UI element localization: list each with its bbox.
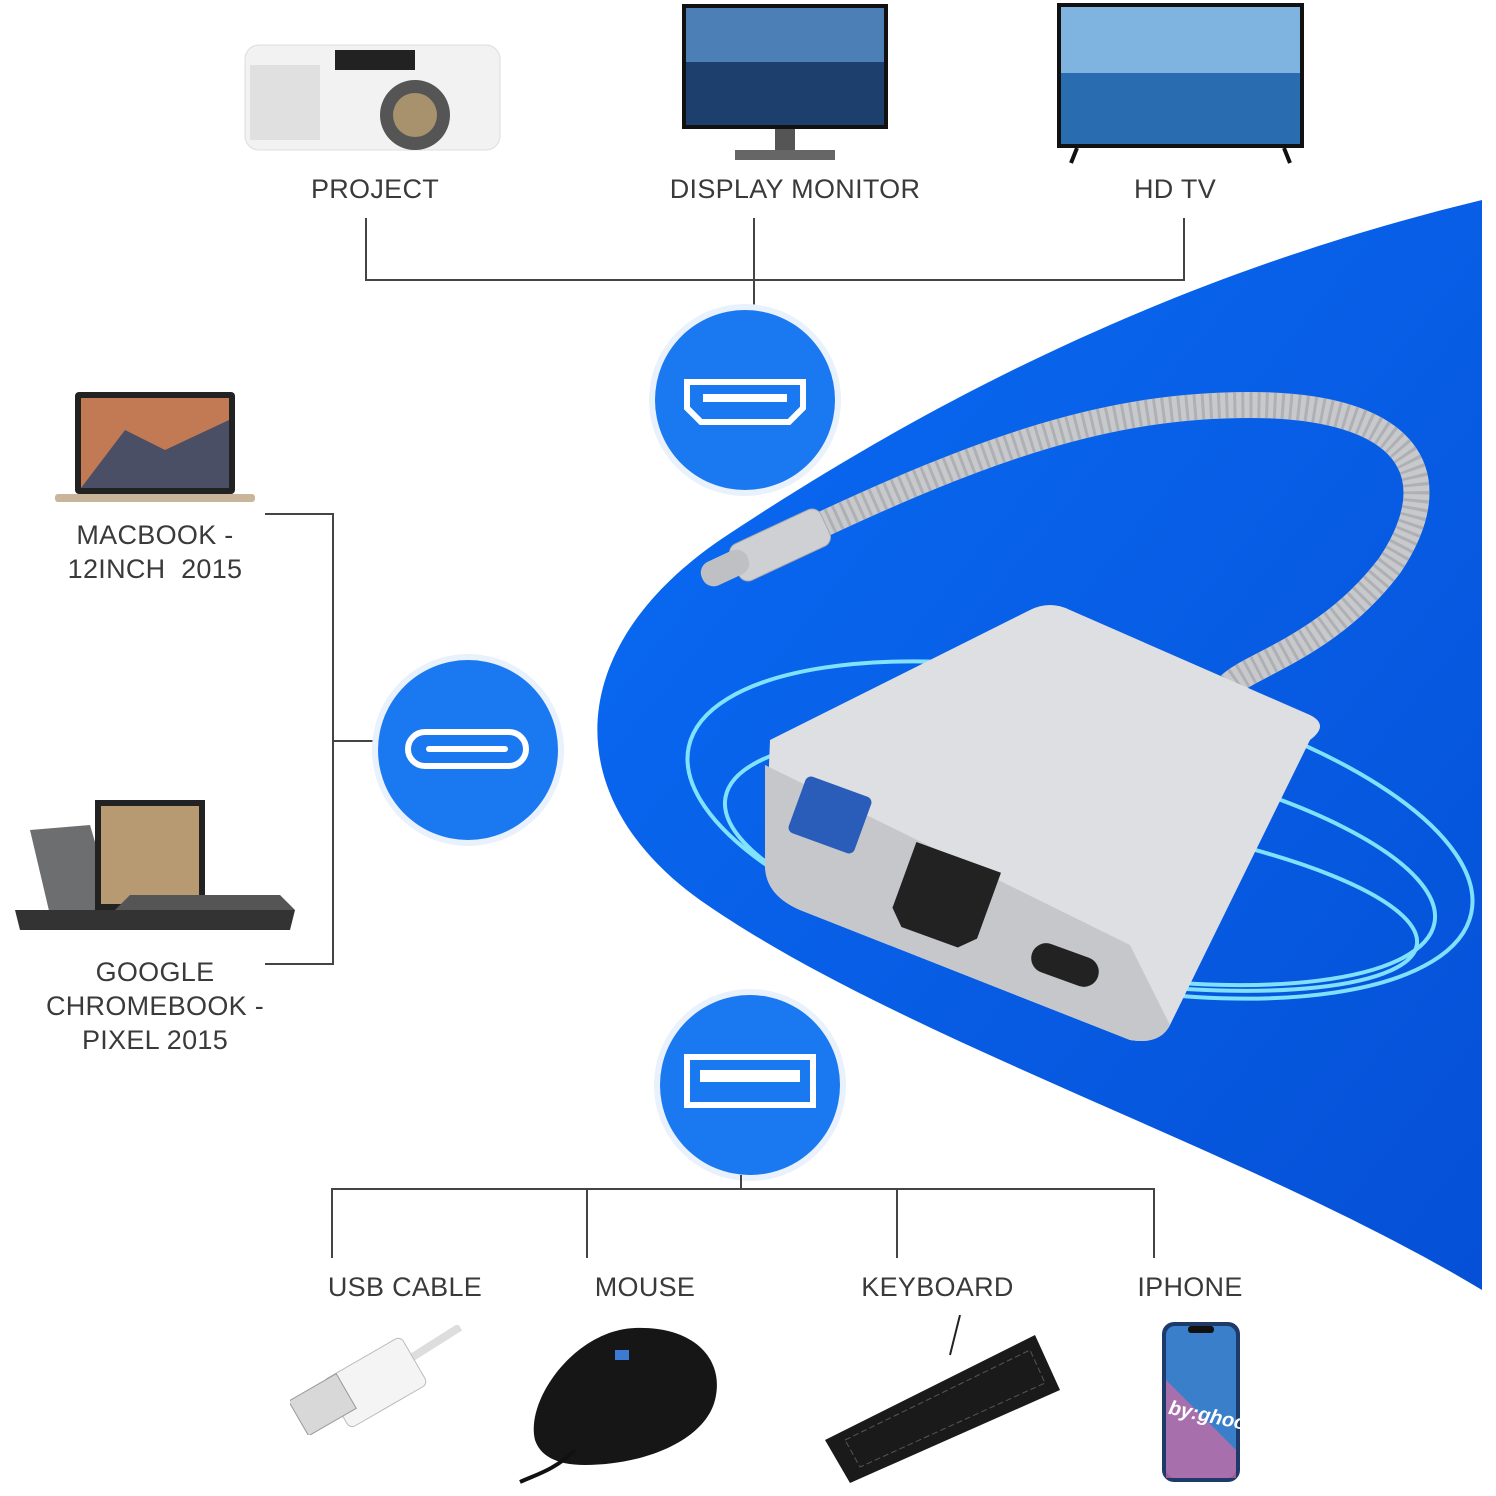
monitor-image [682, 4, 888, 160]
connector-line [332, 740, 378, 742]
hdmi-port-circle [655, 310, 835, 490]
connector-line [331, 1188, 1155, 1190]
label-project: PROJECT [310, 174, 440, 204]
chromebook-image [15, 800, 295, 930]
connector-line [265, 963, 333, 965]
usb-a-port-circle [660, 995, 840, 1175]
label-mouse: MOUSE [594, 1272, 696, 1302]
label-hd-tv: HD TV [1133, 174, 1216, 204]
label-chromebook: GOOGLE CHROMEBOOK - PIXEL 2015 [45, 957, 265, 1055]
usb-cable-image [290, 1325, 463, 1435]
macbook-image [55, 392, 255, 502]
label-usb-cable: USB CABLE [327, 1272, 483, 1302]
connector-line [753, 218, 755, 310]
connector-line [740, 1175, 742, 1189]
tv-image [1057, 3, 1304, 164]
connector-line [365, 279, 1185, 281]
label-keyboard: KEYBOARD [861, 1272, 1014, 1302]
keyboard-image [825, 1315, 1060, 1483]
usb-a-port-icon [684, 1054, 816, 1108]
usb-c-port-icon [405, 729, 529, 769]
connector-line [1183, 218, 1185, 280]
label-macbook: MACBOOK - 12INCH 2015 [67, 520, 243, 584]
label-display-monitor: DISPLAY MONITOR [669, 174, 921, 204]
connector-line [265, 513, 333, 515]
mouse-image [519, 1327, 717, 1484]
usb-c-port-circle [378, 660, 558, 840]
connector-line [586, 1188, 588, 1258]
connector-line [1153, 1188, 1155, 1258]
projector-image [244, 44, 501, 151]
connector-line [331, 1188, 333, 1258]
connector-line [896, 1188, 898, 1258]
iphone-image [1162, 1322, 1240, 1482]
label-iphone: IPHONE [1137, 1272, 1243, 1302]
usb-c-hub-adapter-image [700, 391, 1430, 1041]
hdmi-port-icon [684, 379, 806, 425]
connector-line [365, 218, 367, 280]
connector-line [332, 513, 334, 965]
